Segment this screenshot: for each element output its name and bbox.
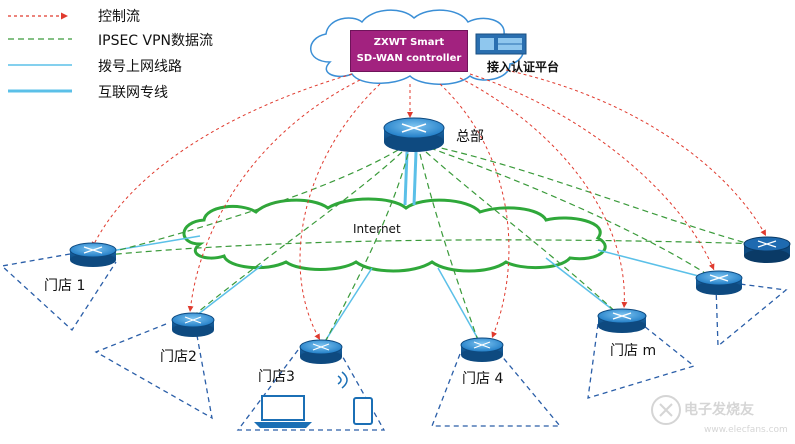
router-store1[interactable] [69,242,117,267]
ipsec-hq-store3 [321,153,409,349]
store-boundaries [0,253,788,431]
legend [8,12,72,93]
control-to-store3 [299,83,381,341]
store4-label: 门店 4 [462,371,504,387]
control-to-store-m [459,77,628,309]
store2-boundary [94,323,213,420]
ipsec-hq-branch-right [431,145,765,249]
router-store4[interactable] [460,337,504,362]
legend-label-control: 控制流 [98,9,140,25]
svg-text:电子发烧友: 电子发烧友 [684,401,754,418]
control-to-branch-right [505,69,767,237]
ipsec-flows [95,145,765,349]
router-branch-right[interactable] [743,236,791,263]
router-hq[interactable] [383,117,445,152]
laptop-icon [254,395,312,428]
ipsec-hq-store-m [425,151,621,317]
store3-label: 门店3 [258,369,295,385]
leased-line-hq [403,151,409,206]
store-m-label: 门店 m [610,343,657,359]
tablet-icon [353,397,373,425]
dialup-line-store4 [437,267,483,347]
legend-label-dialup: 拨号上网线路 [98,59,182,75]
server-icon [475,33,527,55]
svg-text:www.elecfans.com: www.elecfans.com [704,425,788,435]
store3-boundary [236,349,386,431]
dialup-line-store-m [545,257,623,318]
control-to-store1 [91,73,353,249]
dialup-line-store2 [187,264,263,323]
router-store2[interactable] [171,312,215,337]
hq-label: 总部 [456,129,484,145]
watermark-logo: 电子发烧友 www.elecfans.com [651,395,788,435]
internet-label: Internet [353,222,401,236]
router-store-m[interactable] [597,308,647,333]
auth-platform-label: 接入认证平台 [487,60,560,74]
ipsec-store1-right [95,239,765,257]
control-to-store2 [187,79,361,313]
controller-line1: ZXWT Smart [373,37,445,48]
access-lines [92,151,719,350]
store1-label: 门店 1 [44,278,86,294]
store4-boundary [431,353,562,427]
wifi-icon [337,371,348,389]
store-m-boundary [587,323,696,399]
dialup-line-store3 [319,267,373,350]
controller-line2: SD-WAN controller [356,53,462,64]
legend-label-ipsec: IPSEC VPN数据流 [98,33,214,49]
sdwan-controller[interactable]: ZXWT Smart SD-WAN controller [350,30,468,72]
store2-label: 门店2 [160,349,197,365]
leased-line-hq-2 [412,151,418,206]
router-store-m2[interactable] [695,270,743,295]
ipsec-hq-store1 [95,149,399,257]
ipsec-hq-store4 [419,153,481,347]
store-m2-boundary [715,283,788,348]
control-flows [91,69,767,341]
legend-label-leased: 互联网专线 [98,85,168,101]
router-store3[interactable] [299,339,343,364]
